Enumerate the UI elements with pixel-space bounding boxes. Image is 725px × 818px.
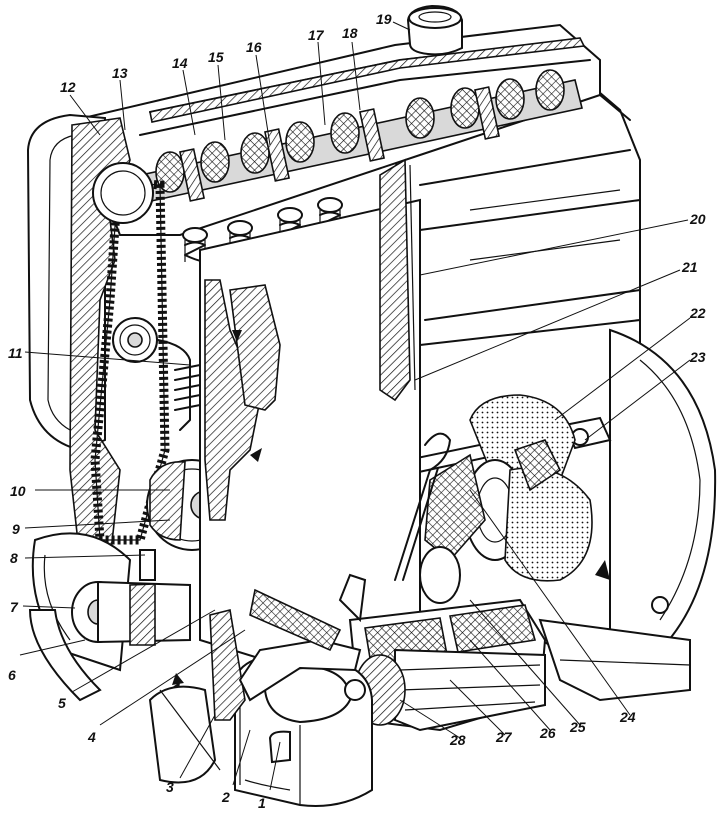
oil-pan — [148, 609, 362, 784]
callout-11: 11 — [8, 345, 23, 361]
callout-16: 16 — [246, 39, 262, 55]
callout-23: 23 — [689, 349, 706, 365]
callout-2: 2 — [221, 789, 230, 805]
callout-24: 24 — [619, 709, 636, 725]
callout-3: 3 — [166, 779, 174, 795]
dipstick-rod — [394, 432, 451, 581]
callout-1: 1 — [258, 795, 266, 811]
oil-pump — [348, 598, 547, 732]
callout-20: 20 — [689, 211, 706, 227]
camshaft-pulley — [92, 162, 154, 224]
belt-tensioner — [112, 317, 201, 431]
callout-26: 26 — [539, 725, 556, 741]
crankshaft-pulley — [28, 532, 191, 702]
callout-12: 12 — [60, 79, 76, 95]
oil-filler-cap — [406, 4, 463, 56]
callout-17: 17 — [308, 27, 325, 43]
oil-filter — [234, 653, 373, 807]
callout-18: 18 — [342, 25, 358, 41]
callout-10: 10 — [10, 483, 26, 499]
leader-lines — [19, 21, 691, 791]
crankshaft-assembly — [419, 394, 593, 604]
callout-8: 8 — [10, 550, 18, 566]
callout-6: 6 — [8, 667, 16, 683]
callout-5: 5 — [58, 695, 66, 711]
callout-7: 7 — [10, 599, 19, 615]
callout-25: 25 — [569, 719, 586, 735]
callout-19: 19 — [376, 11, 392, 27]
callout-labels: 1 2 3 4 5 6 7 8 9 10 11 12 13 14 15 16 1… — [8, 11, 706, 811]
camshaft — [108, 69, 583, 208]
oil-pump-drive — [249, 573, 367, 701]
callout-9: 9 — [12, 521, 20, 537]
callout-28: 28 — [449, 732, 466, 748]
callout-13: 13 — [112, 65, 128, 81]
timing-belt — [90, 177, 170, 545]
callout-4: 4 — [87, 729, 96, 745]
callout-15: 15 — [208, 49, 224, 65]
callout-22: 22 — [689, 305, 706, 321]
callout-14: 14 — [172, 55, 188, 71]
callout-21: 21 — [681, 259, 698, 275]
cylinder-block-right — [393, 78, 717, 702]
callout-27: 27 — [495, 729, 513, 745]
